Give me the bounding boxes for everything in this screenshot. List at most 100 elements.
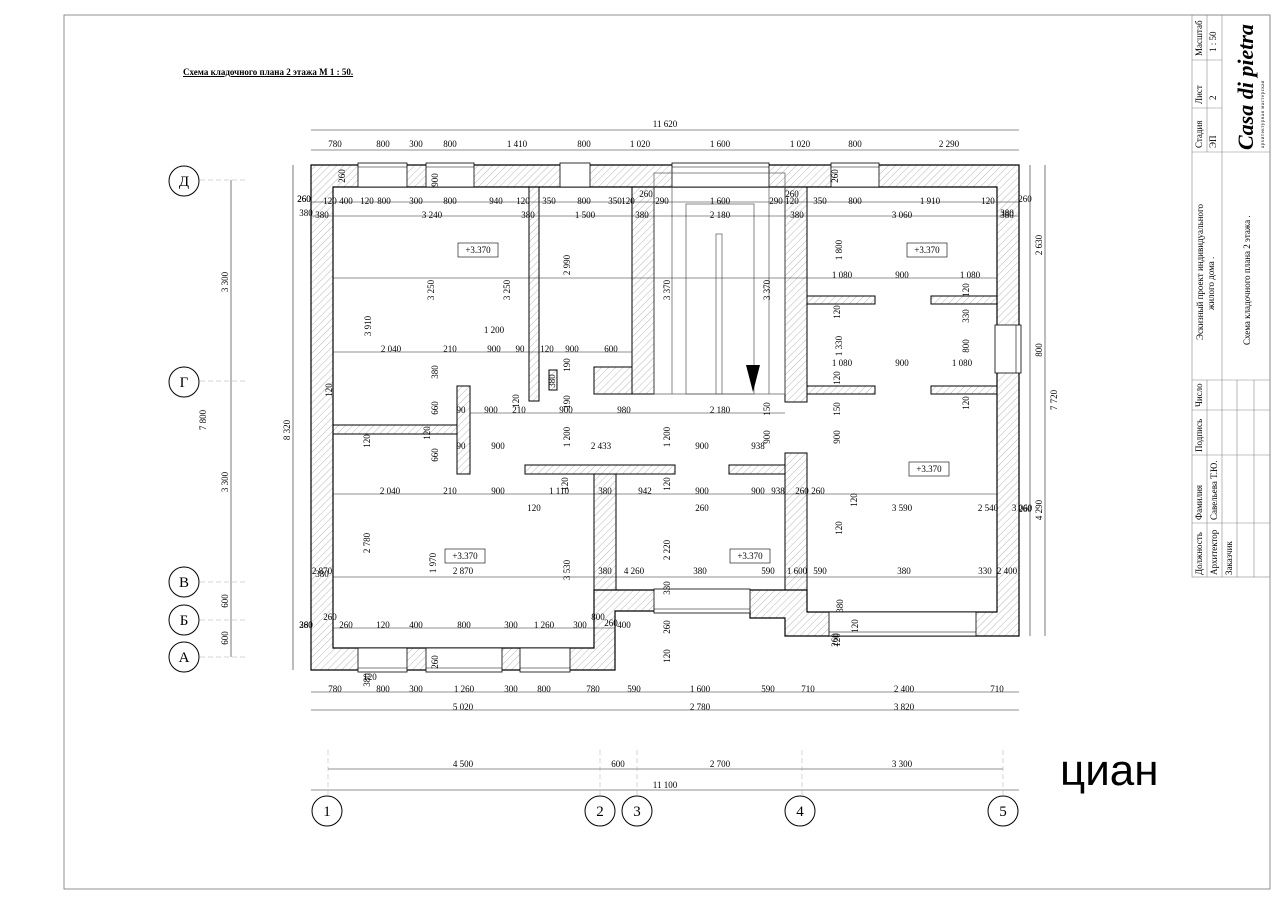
dim-interior: 120	[832, 305, 842, 319]
dimension-lines	[230, 129, 1046, 791]
dim-interior: 380	[547, 374, 557, 388]
date-header: Число	[1194, 383, 1204, 407]
wall-segment	[524, 464, 676, 475]
dim-interior: 900	[491, 441, 505, 451]
dim-bottom-2: 3 820	[894, 702, 915, 712]
dim-top-2: 290	[769, 196, 783, 206]
dim-bottom-1: 1 600	[690, 684, 711, 694]
axis-marker-2	[584, 795, 616, 827]
interior-walls	[332, 186, 998, 591]
dim-interior: 400	[617, 620, 631, 630]
dim-interior: 210	[512, 405, 526, 415]
axis-label-G: Г	[180, 375, 189, 391]
dim-interior: 1 200	[562, 426, 572, 447]
wall-segment	[728, 464, 786, 475]
dim-top-3: 3 060	[892, 210, 913, 220]
dim-bottom-1: 1 260	[454, 684, 475, 694]
dim-interior: 900	[559, 405, 573, 415]
dim-right-d: 4 290	[1034, 499, 1044, 520]
dim-interior: 190	[562, 395, 572, 409]
dim-interior: 120	[324, 383, 334, 397]
dim-interior: 210	[443, 344, 457, 354]
brand-logo: Casa di pietra	[1233, 24, 1258, 150]
dim-interior: 210	[443, 486, 457, 496]
dim-interior: 980	[617, 405, 631, 415]
dim-interior: 2 400	[997, 566, 1018, 576]
dim-bottom-1: 800	[537, 684, 551, 694]
dim-top-2: 300	[409, 196, 423, 206]
dim-interior: 800	[961, 339, 971, 353]
dim-interior: 260	[830, 169, 840, 183]
dim-interior: 260	[662, 620, 672, 634]
dim-top-2: 800	[848, 196, 862, 206]
dim-interior: 260	[339, 620, 353, 630]
dim-interior: 260	[785, 189, 799, 199]
dim-top-3: 380	[635, 210, 649, 220]
dim-top-2: 120	[981, 196, 995, 206]
dim-interior: 900	[762, 430, 772, 444]
dim-interior: 590	[761, 566, 775, 576]
dim-axes-left: 3 300	[220, 471, 230, 492]
dim-interior: 260	[811, 486, 825, 496]
dim-interior: 3 910	[363, 315, 373, 336]
level-mark: +3.370	[465, 245, 491, 255]
dim-interior: 120	[662, 477, 672, 491]
dim-interior: 330	[662, 581, 672, 595]
axis-label-4: 4	[796, 804, 804, 820]
dim-interior: 260	[299, 620, 313, 630]
wall-segment	[528, 186, 540, 402]
level-mark: +3.370	[452, 551, 478, 561]
axis-marker-B	[168, 604, 200, 636]
dim-axes-bottom: 600	[611, 759, 625, 769]
dim-top-2: 400	[339, 196, 353, 206]
wall-segment	[806, 385, 876, 395]
dim-top-2: 800	[577, 196, 591, 206]
dim-right-c: 7 720	[1049, 389, 1059, 410]
dim-top-1: 2 290	[939, 139, 960, 149]
axis-marker-1	[311, 795, 343, 827]
dim-total-depth: 8 320	[282, 419, 292, 440]
dim-interior: 260	[695, 503, 709, 513]
axis-label-D: Д	[179, 174, 189, 190]
dim-interior: 800	[591, 612, 605, 622]
dim-interior: 1 080	[832, 270, 853, 280]
dim-interior: 120	[961, 396, 971, 410]
dim-top-3: 3 240	[422, 210, 443, 220]
dim-top-2: 120	[785, 196, 799, 206]
surname-header: Фамилия	[1194, 485, 1204, 520]
dim-interior: 2 433	[591, 441, 612, 451]
dim-interior: 120	[362, 434, 372, 448]
architect-name: Савельева Т.Ю.	[1209, 460, 1219, 520]
dim-bottom-1: 710	[990, 684, 1004, 694]
dim-interior: 260	[297, 194, 311, 204]
dim-interior: 4 260	[624, 566, 645, 576]
axis-marker-A	[168, 641, 200, 673]
dim-top-1: 780	[328, 139, 342, 149]
dim-interior: 120	[511, 394, 521, 408]
dim-top-1: 1 020	[790, 139, 811, 149]
dim-top-2: 940	[489, 196, 503, 206]
column-axis-markers: 1 2 3 4 5	[311, 795, 1019, 827]
dim-interior: 660	[430, 448, 440, 462]
dim-interior: 300	[504, 620, 518, 630]
dim-interior: 2 780	[362, 532, 372, 553]
dim-top-3: 1 500	[575, 210, 596, 220]
dim-top-2: 350	[542, 196, 556, 206]
dim-interior: 120	[662, 649, 672, 663]
dim-axes-bottom: 2 700	[710, 759, 731, 769]
dim-interior: 380	[430, 365, 440, 379]
dim-interior: 260	[1018, 194, 1032, 204]
window-frames	[358, 166, 1017, 669]
dim-bottom-1: 780	[586, 684, 600, 694]
dim-interior: 1 080	[960, 270, 981, 280]
project-line-1: Эскизный проект индивидуального	[1195, 204, 1205, 340]
dim-top-1: 800	[848, 139, 862, 149]
dim-top-2: 120	[516, 196, 530, 206]
axis-label-B: Б	[180, 613, 189, 629]
dim-interior: 260	[795, 486, 809, 496]
overall-dimensions: 11 620 11 100 8 320 7 800 2 630 800 7 72…	[198, 119, 1059, 790]
dim-interior: 380	[897, 566, 911, 576]
role-header: Должность	[1194, 532, 1204, 575]
